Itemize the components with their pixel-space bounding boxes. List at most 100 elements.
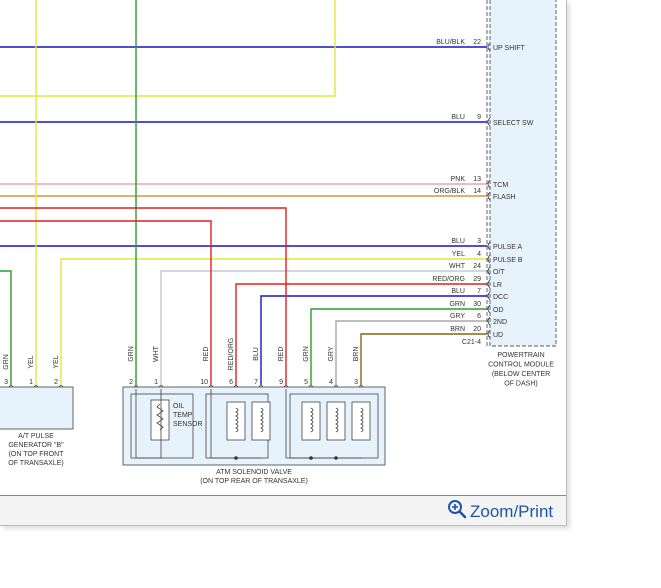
solenoid-pin-number: 6 xyxy=(229,379,233,386)
solenoid-coil xyxy=(251,401,271,441)
ecm-pin-function-label: LR xyxy=(493,282,502,289)
junction-dot xyxy=(334,456,338,460)
pulse-gen-pin-number: 1 xyxy=(29,379,33,386)
coil-symbol xyxy=(360,407,364,433)
solenoid-wire-color: BRN xyxy=(353,347,360,362)
ecm-wire-color-label: GRY xyxy=(450,313,465,320)
ecm-pin-function-label: DCC xyxy=(493,294,508,301)
connector-pin-symbol xyxy=(487,266,491,276)
ecm-pin-number: 9 xyxy=(477,114,481,121)
zoom-print-button[interactable]: Zoom/Print xyxy=(447,499,553,524)
ecm-wire-color-label: GRN xyxy=(449,301,465,308)
ecm-wire-color-label: BLU xyxy=(451,114,465,121)
sensor-element xyxy=(150,399,170,441)
connector-pin-symbol xyxy=(487,316,491,326)
coil-symbol xyxy=(260,407,264,433)
connector-pin-symbol xyxy=(487,179,491,189)
ecm-pin-function-label: UP SHIFT xyxy=(493,45,525,52)
coil-symbol xyxy=(310,407,314,433)
ecm-wire xyxy=(160,270,487,385)
solenoid-valve-caption: (ON TOP REAR OF TRANSAXLE) xyxy=(200,478,308,485)
pulse-generator-caption: OF TRANSAXLE) xyxy=(8,460,64,467)
module-title: (BELOW CENTER xyxy=(492,371,550,378)
module-title: POWERTRAIN xyxy=(497,352,544,359)
ecm-wire-color-label: ORG/BLK xyxy=(434,188,465,195)
powertrain-control-module xyxy=(489,0,557,347)
ecm-pin-function-label: PULSE B xyxy=(493,257,523,264)
sensor-label: SENSOR xyxy=(173,421,203,428)
ecm-pin-number: 24 xyxy=(473,263,481,270)
footer-bar xyxy=(0,496,566,525)
ecm-wire-color-label: WHT xyxy=(449,263,466,270)
ecm-wire xyxy=(60,258,487,385)
ecm-pin-function-label: SELECT SW xyxy=(493,120,534,127)
wire-red-sol10 xyxy=(0,220,212,385)
solenoid-pin-number: 1 xyxy=(154,379,158,386)
coil-symbol xyxy=(335,407,339,433)
connector-pin-symbol xyxy=(487,241,491,251)
ecm-wire-color-label: BLU/BLK xyxy=(436,39,465,46)
ecm-wire-color-label: RED/ORG xyxy=(432,276,465,283)
ecm-pin-function-label: FLASH xyxy=(493,194,516,201)
connector-pin-symbol xyxy=(487,117,491,127)
connector-pin-symbol xyxy=(487,191,491,201)
pulse-generator-caption: A/T PULSE xyxy=(18,433,54,440)
ecm-pin-number: 29 xyxy=(473,276,481,283)
magnifier-plus-icon xyxy=(447,499,467,524)
pulse-gen-wire-color: GRN xyxy=(3,354,10,370)
pulse-generator-caption: (ON TOP FRONT xyxy=(9,451,65,458)
oil-temp-sensor-group xyxy=(130,393,194,459)
solenoid-pin-number: 4 xyxy=(329,379,333,386)
ecm-pin-number: 14 xyxy=(473,188,481,195)
footer-divider xyxy=(0,495,566,496)
ecm-wire xyxy=(335,320,487,385)
solenoid-wire-color: RED xyxy=(203,347,210,362)
solenoid-wire-color: RED xyxy=(278,347,285,362)
connector-pin-symbol xyxy=(487,42,491,52)
solenoid-pin-number: 9 xyxy=(279,379,283,386)
wire-green-pg3 xyxy=(0,270,12,385)
connector-pin-symbol xyxy=(487,304,491,314)
module-title: OF DASH) xyxy=(504,381,537,388)
connector-pin-symbol xyxy=(487,291,491,301)
solenoid-wire-color: GRY xyxy=(328,346,335,361)
ecm-wire-color-label: BLU xyxy=(451,238,465,245)
pulse-generator-caption: GENERATOR "B" xyxy=(8,442,64,449)
zoom-print-label: Zoom/Print xyxy=(470,501,554,521)
solenoid-coil xyxy=(226,401,246,441)
ecm-pin-function-label: O/T xyxy=(493,269,505,276)
junction-dot xyxy=(234,456,238,460)
solenoid-wire-color: GRN xyxy=(128,346,135,362)
solenoid-pin-number: 3 xyxy=(354,379,358,386)
resistor-symbol xyxy=(156,403,164,431)
connector-ref-label: C21-4 xyxy=(462,339,481,346)
ecm-wire xyxy=(260,295,487,385)
solenoid-pin-number: 10 xyxy=(200,379,208,386)
solenoid-coil xyxy=(301,401,321,441)
ecm-pin-number: 3 xyxy=(477,238,481,245)
ecm-wire xyxy=(310,308,487,385)
ecm-pin-number: 13 xyxy=(473,176,481,183)
solenoid-wire-color: BLU xyxy=(253,347,260,361)
sensor-label: TEMP xyxy=(173,412,193,419)
ecm-pin-number: 7 xyxy=(477,288,481,295)
wire-red-sol9 xyxy=(0,207,287,385)
solenoid-wire-color: RED/ORG xyxy=(228,338,235,371)
ecm-wire-color-label: BRN xyxy=(450,326,465,333)
solenoid-valve-caption: ATM SOLENOID VALVE xyxy=(216,469,292,476)
ecm-pin-function-label: OD xyxy=(493,307,504,314)
coil-symbol xyxy=(235,407,239,433)
pulse-gen-pin-number: 3 xyxy=(4,379,8,386)
solenoid-pin-number: 2 xyxy=(129,379,133,386)
ecm-pin-number: 22 xyxy=(473,39,481,46)
wire-yellow-loop xyxy=(0,0,336,97)
pulse-gen-wire-color: YEL xyxy=(28,355,35,368)
solenoid-wire-color: GRN xyxy=(303,346,310,362)
connector-pin-symbol xyxy=(487,279,491,289)
solenoid-wire-color: WHT xyxy=(153,345,160,362)
internal-wire xyxy=(135,389,162,459)
ecm-pin-function-label: 2ND xyxy=(493,319,507,326)
ecm-pin-number: 6 xyxy=(477,313,481,320)
